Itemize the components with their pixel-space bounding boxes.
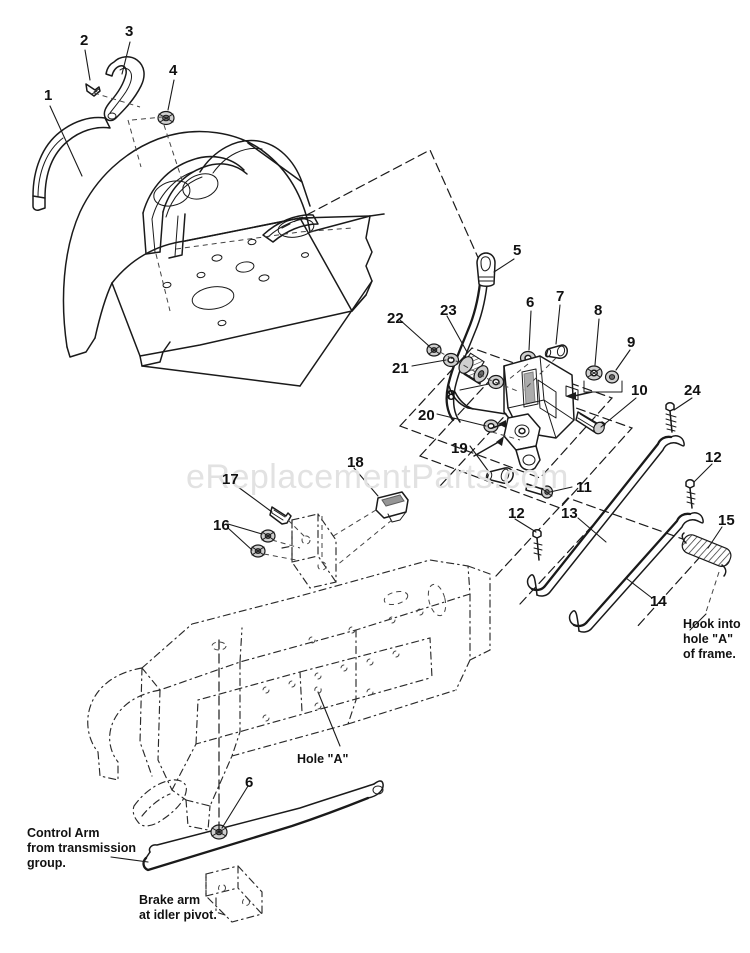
hood-body (62, 130, 385, 387)
tractor-frame-phantom-group (87, 491, 491, 923)
part-8-washer-right (585, 365, 603, 381)
callout-number-8: 8 (594, 302, 603, 319)
callout-number-12: 12 (705, 449, 722, 466)
part-24-cotter-pin (665, 402, 677, 433)
callout-number-16: 16 (213, 517, 230, 534)
callout-number-8: 8 (447, 387, 456, 404)
part-13-control-rod-upper (526, 435, 685, 597)
callout-number-1: 1 (44, 87, 53, 104)
callout-number-23: 23 (440, 302, 457, 319)
part-15-extension-spring (681, 532, 732, 577)
callout-number-12: 12 (508, 505, 525, 522)
assembly-alignment-line (281, 149, 481, 263)
leader-lines (49, 41, 723, 863)
callout-number-9: 9 (627, 334, 636, 351)
note-brake-arm: Brake arm at idler pivot. (139, 893, 217, 922)
callout-number-6: 6 (245, 774, 254, 791)
part-9-nut (604, 370, 620, 384)
callout-number-4: 4 (169, 62, 178, 79)
part-14-control-rod-lower (568, 512, 704, 633)
callout-number-19: 19 (451, 440, 468, 457)
note-hook: Hook into hole "A" of frame. (683, 617, 741, 661)
callout-number-3: 3 (125, 23, 134, 40)
part-11-nut-stud (525, 483, 554, 499)
callout-number-2: 2 (80, 32, 89, 49)
control-lever-group (398, 252, 732, 633)
note-hole-a: Hole "A" (297, 752, 349, 766)
callout-number-7: 7 (556, 288, 565, 305)
part-17-bolt (269, 506, 292, 525)
part-4-locknut (157, 110, 175, 126)
callout-number-24: 24 (684, 382, 701, 399)
callout-number-11: 11 (576, 479, 592, 496)
callout-number-5: 5 (513, 242, 522, 259)
phantom-reference-planes (398, 347, 710, 629)
part-18-cable-clamp (375, 491, 409, 523)
callout-number-6: 6 (526, 294, 535, 311)
callout-number-13: 13 (561, 505, 578, 522)
lever-housing-bracket (448, 355, 593, 471)
part-3-latch-handle (103, 56, 145, 122)
control-arm-transmission (142, 780, 384, 872)
frame-mount-bracket (281, 513, 337, 589)
part-12-cotter-pin-left (532, 529, 543, 561)
callout-number-20: 20 (418, 407, 435, 424)
brake-arm-idler-pivot (205, 865, 263, 923)
part-22-nut (426, 343, 442, 357)
hood-assembly-group (32, 56, 385, 387)
callout-number-14: 14 (650, 593, 667, 610)
callout-number-17: 17 (222, 471, 239, 488)
part-1-grip-rail (32, 116, 111, 211)
part-16-nuts (250, 529, 276, 558)
part-12-cotter-pin-right (685, 479, 696, 509)
callout-number-10: 10 (631, 382, 648, 399)
part-19-bushing (485, 467, 514, 484)
callout-number-18: 18 (347, 454, 364, 471)
callout-number-22: 22 (387, 310, 404, 327)
part-2-screw (85, 83, 101, 97)
callout-number-21: 21 (392, 360, 409, 377)
note-control-arm: Control Arm from transmission group. (27, 826, 137, 870)
part-7-spacer-sleeve (544, 344, 568, 359)
part-23-knurled-bushing (458, 352, 489, 385)
part-10-bolt (575, 411, 606, 435)
callout-number-15: 15 (718, 512, 735, 529)
